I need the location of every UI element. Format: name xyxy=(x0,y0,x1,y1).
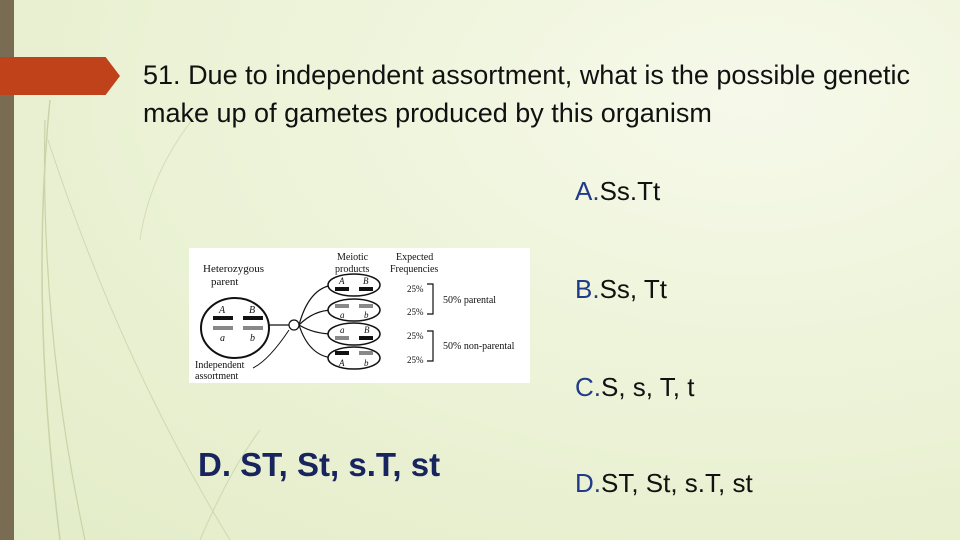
independent-assortment-diagram: Heterozygous parent Meiotic products Exp… xyxy=(189,248,530,383)
branch-node xyxy=(288,319,300,331)
option-d-letter: D. xyxy=(575,468,601,498)
left-accent-bar xyxy=(0,0,14,540)
parent-allele-b: b xyxy=(250,333,255,344)
nonparental-bracket xyxy=(427,330,434,362)
option-d-text: ST, St, s.T, st xyxy=(601,468,753,498)
option-a-letter: A. xyxy=(575,176,600,206)
parent-label-2: parent xyxy=(211,276,238,288)
option-b: B.Ss, Tt xyxy=(575,274,667,305)
freq-1: 25% xyxy=(407,284,424,294)
question-text: 51. Due to independent assortment, what … xyxy=(143,56,933,132)
freq-4: 25% xyxy=(407,355,424,365)
expected-label-1: Expected xyxy=(396,252,433,263)
answer-text: D. ST, St, s.T, st xyxy=(198,446,441,483)
gamete-3-left: a xyxy=(340,325,345,335)
parent-label-1: Heterozygous xyxy=(203,263,264,275)
option-c-text: S, s, T, t xyxy=(601,372,695,402)
meiotic-label-1: Meiotic xyxy=(337,252,369,263)
independent-label-2: assortment xyxy=(195,371,239,382)
chromosome-a-upper xyxy=(213,316,233,320)
gamete-1-right: B xyxy=(363,276,369,286)
option-a-text: Ss.Tt xyxy=(599,176,661,206)
freq-2: 25% xyxy=(407,307,424,317)
gamete-2: a b xyxy=(327,298,381,322)
question-number: 51. xyxy=(143,60,181,90)
gamete-4: A b xyxy=(327,346,381,370)
freq-3: 25% xyxy=(407,331,424,341)
chromosome-b-upper xyxy=(243,316,263,320)
option-b-letter: B. xyxy=(575,274,600,304)
parent-allele-B: B xyxy=(249,305,255,316)
gamete-2-right: b xyxy=(364,310,369,320)
question-body: Due to independent assortment, what is t… xyxy=(143,60,911,128)
option-c: C.S, s, T, t xyxy=(575,372,694,403)
parental-bracket xyxy=(427,283,434,315)
expected-label-2: Frequencies xyxy=(390,264,438,275)
independent-label-1: Independent xyxy=(195,360,245,371)
title-arrow-tab xyxy=(0,57,120,95)
parent-allele-A: A xyxy=(218,305,226,316)
gamete-1: A B xyxy=(327,273,381,297)
gamete-3: a B xyxy=(327,322,381,346)
option-c-letter: C. xyxy=(575,372,601,402)
option-d: D.ST, St, s.T, st xyxy=(575,468,753,499)
gamete-3-right: B xyxy=(364,325,370,335)
parent-allele-a: a xyxy=(220,333,225,344)
parent-cell xyxy=(200,297,270,359)
meiotic-label-2: products xyxy=(335,264,370,275)
chromosome-a-lower xyxy=(213,326,233,330)
option-a: A.Ss.Tt xyxy=(575,176,660,207)
decorative-curves xyxy=(41,99,261,540)
gamete-1-left: A xyxy=(338,276,345,286)
nonparental-label: 50% non-parental xyxy=(443,341,515,352)
gamete-4-right: b xyxy=(364,358,369,368)
chromosome-b-lower xyxy=(243,326,263,330)
gamete-4-left: A xyxy=(338,358,345,368)
parental-label: 50% parental xyxy=(443,295,496,306)
gamete-2-left: a xyxy=(340,310,345,320)
option-b-text: Ss, Tt xyxy=(599,274,668,304)
